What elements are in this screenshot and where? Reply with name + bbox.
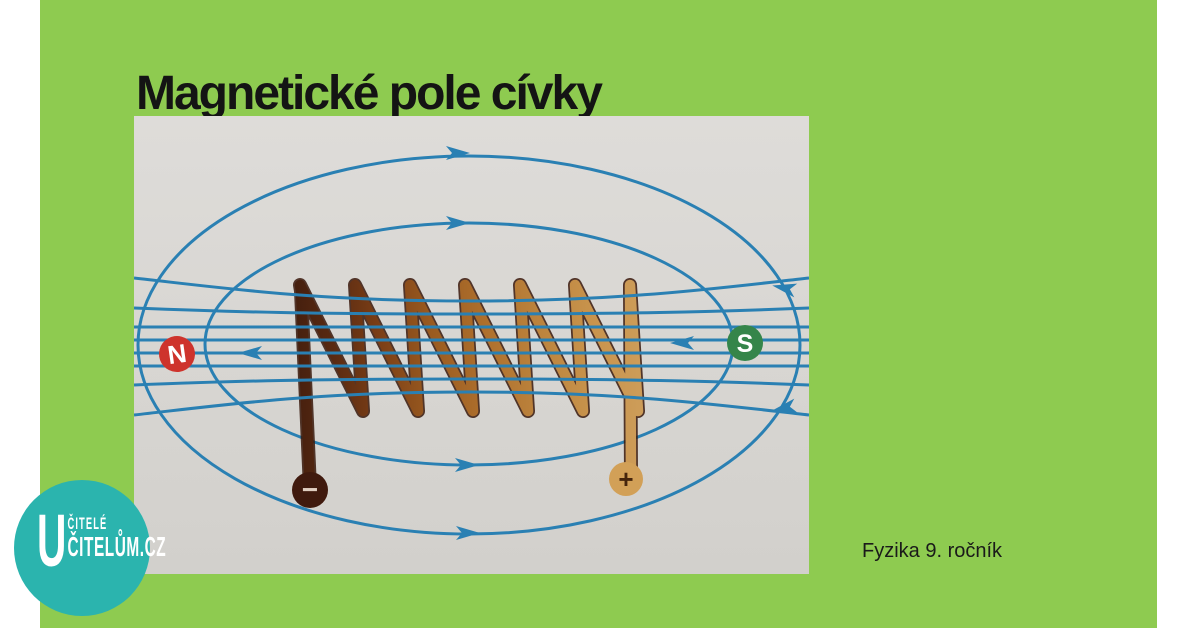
north-label: N (166, 338, 189, 370)
minus-terminal: − (292, 472, 328, 508)
subject-grade-note: Fyzika 9. ročník (862, 540, 1003, 562)
minus-label: − (302, 474, 318, 505)
coil-ribbon (294, 279, 644, 494)
arrow-bottom-inner (455, 458, 479, 472)
arrow-fan-lower-right (772, 398, 798, 413)
logo-text: U ČITELÉ ČITELŮM.CZ (37, 499, 167, 582)
field-lines-bundle (134, 276, 809, 417)
arrow-bottom-outer (456, 526, 480, 540)
coil (293, 278, 645, 495)
arrow-top-outer (446, 146, 470, 160)
ucitele-ucitelum-logo: U ČITELÉ ČITELŮM.CZ (14, 480, 166, 616)
logo-initial: U (37, 499, 66, 582)
logo-line-1: ČITELÉ (67, 514, 108, 533)
coil-field-diagram: − + N S (134, 146, 809, 540)
logo-lines: ČITELÉ ČITELŮM.CZ (67, 514, 167, 562)
plus-terminal: + (609, 462, 643, 496)
arrow-fan-upper-right (772, 283, 798, 298)
north-pole-badge: N (159, 336, 195, 372)
south-pole-badge: S (727, 325, 763, 361)
arrow-top-inner (446, 216, 470, 230)
arrow-axis-right (670, 336, 694, 350)
field-direction-arrows (238, 146, 798, 540)
logo-line-2: ČITELŮM.CZ (67, 531, 167, 562)
arrow-axis-left (238, 346, 262, 360)
plus-label: + (618, 464, 633, 494)
coil-diagram-photo: − + N S (134, 116, 809, 574)
page-title: Magnetické pole cívky (136, 67, 603, 121)
south-label: S (737, 330, 754, 358)
